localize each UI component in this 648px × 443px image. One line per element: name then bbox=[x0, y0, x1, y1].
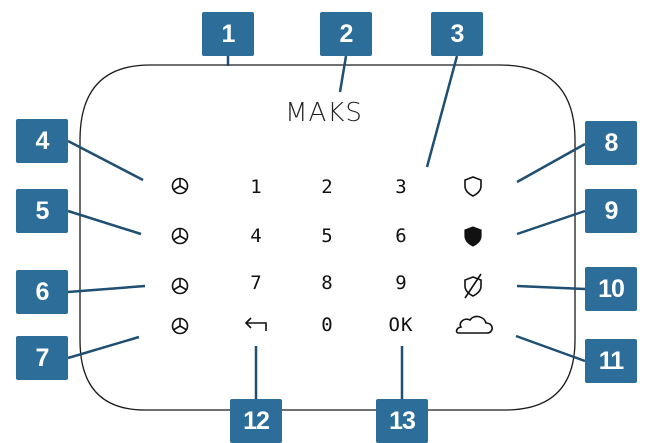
zone-status-icon bbox=[171, 227, 189, 245]
shield-crossed-icon bbox=[464, 273, 482, 299]
shield-filled-icon bbox=[464, 226, 482, 247]
leader-line-7 bbox=[67, 335, 140, 360]
leader-lines bbox=[67, 55, 586, 401]
callout-6: 6 bbox=[16, 270, 68, 314]
keypad-outline bbox=[79, 64, 576, 411]
callout-5: 5 bbox=[16, 189, 68, 233]
callout-4: 4 bbox=[16, 119, 68, 163]
key-5[interactable]: 5 bbox=[321, 225, 333, 247]
key-6[interactable]: 6 bbox=[395, 225, 407, 247]
callout-7: 7 bbox=[16, 336, 68, 380]
zone-status-icon bbox=[171, 277, 189, 295]
zone-status-icon bbox=[171, 177, 189, 195]
shield-outline-icon bbox=[464, 176, 482, 197]
key-3[interactable]: 3 bbox=[395, 176, 407, 198]
key-4[interactable]: 4 bbox=[250, 225, 262, 247]
brand-label: MAKS bbox=[285, 98, 363, 128]
cloud-icon bbox=[455, 315, 493, 334]
leader-line-8 bbox=[516, 142, 586, 184]
key-8[interactable]: 8 bbox=[321, 272, 333, 294]
back-arrow-icon bbox=[244, 317, 267, 331]
key-1[interactable]: 1 bbox=[250, 176, 262, 198]
callout-9: 9 bbox=[585, 189, 637, 233]
leader-line-4 bbox=[67, 139, 144, 182]
callout-8: 8 bbox=[585, 121, 637, 165]
callout-10: 10 bbox=[585, 267, 637, 311]
callout-1: 1 bbox=[202, 12, 254, 56]
leader-line-5 bbox=[67, 209, 142, 236]
callout-3: 3 bbox=[431, 12, 483, 56]
zone-status-icon bbox=[171, 317, 189, 335]
leader-line-2 bbox=[338, 55, 348, 93]
leader-line-3 bbox=[425, 55, 459, 168]
key-9[interactable]: 9 bbox=[395, 272, 407, 294]
callout-12: 12 bbox=[230, 399, 282, 443]
leader-line-9 bbox=[516, 209, 586, 236]
callout-13: 13 bbox=[376, 399, 428, 443]
leader-line-10 bbox=[516, 284, 586, 291]
key-7[interactable]: 7 bbox=[250, 272, 262, 294]
leader-line-11 bbox=[515, 334, 586, 363]
callout-2: 2 bbox=[320, 12, 372, 56]
callout-11: 11 bbox=[585, 339, 637, 383]
key-ok[interactable]: OK bbox=[388, 314, 414, 336]
key-2[interactable]: 2 bbox=[321, 176, 333, 198]
leader-line-6 bbox=[67, 284, 146, 294]
key-0[interactable]: 0 bbox=[321, 314, 333, 336]
